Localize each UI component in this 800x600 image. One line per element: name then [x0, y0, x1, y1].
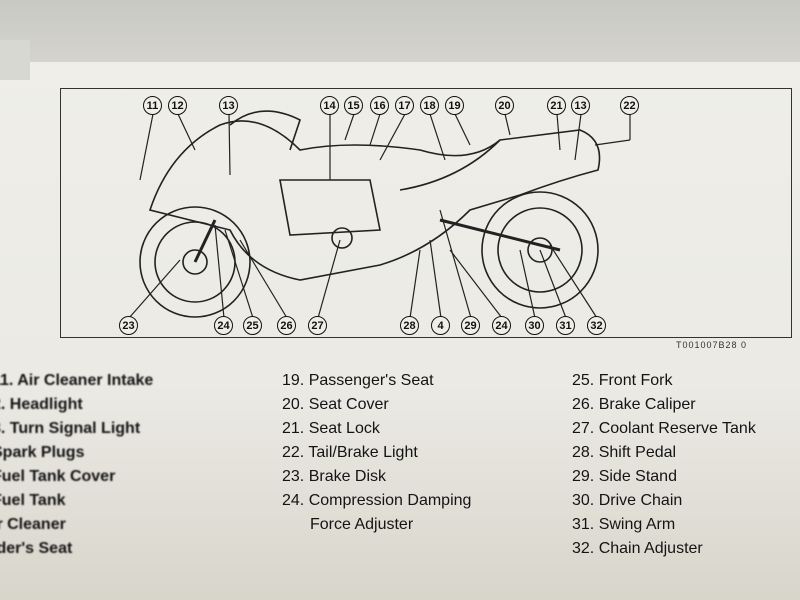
legend-column-1: 11. Air Cleaner Intake 2. Headlight 3. T…: [0, 370, 153, 562]
callout-29: 29: [461, 316, 480, 335]
callout-13b: 13: [571, 96, 590, 115]
legend-item: 21. Seat Lock: [282, 420, 380, 437]
callout-26: 26: [277, 316, 296, 335]
callout-31: 31: [556, 316, 575, 335]
callout-14: 14: [320, 96, 339, 115]
motorcycle-illustration: [128, 110, 631, 319]
legend-item: 32. Chain Adjuster: [572, 540, 703, 557]
motorcycle-diagram-frame: [60, 88, 792, 338]
callout-18: 18: [420, 96, 439, 115]
legend-item: ider's Seat: [0, 540, 73, 557]
legend-item: 2. Headlight: [0, 396, 83, 413]
legend-item: 28. Shift Pedal: [572, 444, 677, 461]
callout-24b: 24: [492, 316, 511, 335]
manual-page: 11 12 13 14 15 16 17 18 19 20 21 13 22 2…: [60, 88, 792, 350]
callout-20: 20: [495, 96, 514, 115]
legend-item: 11. Air Cleaner Intake: [0, 372, 154, 389]
legend-item: Fuel Tank Cover: [0, 468, 116, 485]
callout-11: 11: [143, 96, 162, 115]
legend-item: 31. Swing Arm: [572, 516, 676, 533]
rear-wheel: [481, 191, 599, 309]
legend-item: 27. Coolant Reserve Tank: [572, 420, 756, 437]
legend-item: 29. Side Stand: [572, 468, 677, 485]
legend-item: Spark Plugs: [0, 444, 85, 461]
callout-19: 19: [445, 96, 464, 115]
legend-item: ir Cleaner: [0, 516, 66, 533]
callout-30: 30: [525, 316, 544, 335]
legend-item: Force Adjuster: [310, 516, 414, 533]
legend-item: 24. Compression Damping: [282, 492, 472, 509]
legend-item: 26. Brake Caliper: [572, 396, 696, 413]
legend-item: 22. Tail/Brake Light: [282, 444, 418, 461]
legend-item: 19. Passenger's Seat: [282, 372, 434, 389]
callout-16: 16: [370, 96, 389, 115]
callout-15: 15: [344, 96, 363, 115]
legend-column-2: 19. Passenger's Seat 20. Seat Cover 21. …: [282, 370, 471, 538]
legend-item: 30. Drive Chain: [572, 492, 683, 509]
legend-item: 23. Brake Disk: [282, 468, 387, 485]
callout-32: 32: [587, 316, 606, 335]
callout-17: 17: [395, 96, 414, 115]
legend-item: 3. Turn Signal Light: [0, 420, 141, 437]
callout-12: 12: [168, 96, 187, 115]
callout-28: 28: [400, 316, 419, 335]
legend-item: 20. Seat Cover: [282, 396, 389, 413]
callout-22: 22: [620, 96, 639, 115]
legend-item: Fuel Tank: [0, 492, 66, 509]
legend-item: 25. Front Fork: [572, 372, 673, 389]
front-wheel: [139, 206, 251, 318]
callout-24: 24: [214, 316, 233, 335]
callout-4: 4: [431, 316, 450, 335]
figure-code: T001007B28 0: [676, 340, 748, 350]
callout-13: 13: [219, 96, 238, 115]
legend-column-3: 25. Front Fork 26. Brake Caliper 27. Coo…: [572, 370, 756, 562]
callout-27: 27: [308, 316, 327, 335]
callout-25: 25: [243, 316, 262, 335]
callout-23: 23: [119, 316, 138, 335]
adjacent-page-edge: [0, 40, 30, 80]
callout-21: 21: [547, 96, 566, 115]
